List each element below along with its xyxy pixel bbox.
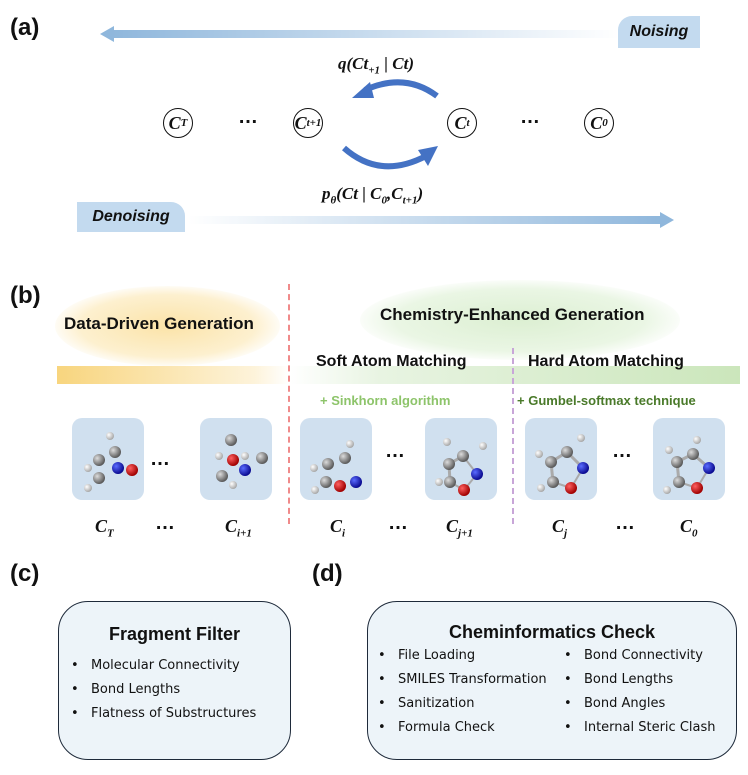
molecule-c-j-plus-1-structure (435, 438, 487, 496)
molecule-card (425, 418, 497, 500)
ellipsis: … (150, 448, 171, 470)
forward-formula: q(Ct+1 | Ct) (338, 54, 414, 77)
list-item: Bond Lengths (67, 678, 256, 702)
sinkhorn-label: + Sinkhorn algorithm (320, 393, 451, 408)
gumbel-softmax-label: + Gumbel-softmax technique (517, 393, 696, 408)
ellipsis: … (385, 440, 406, 462)
ellipsis: … (520, 106, 541, 128)
molecule-label-c-0: C0 (680, 516, 698, 540)
denoising-arrow (188, 212, 674, 228)
noising-tag: Noising (618, 16, 700, 48)
ellipsis: … (612, 440, 633, 462)
list-item: File Loading (374, 644, 547, 668)
molecule-label-c-i-plus-1: Ci+1 (225, 516, 252, 540)
list-item: Sanitization (374, 692, 547, 716)
fragment-filter-list: Molecular Connectivity Bond Lengths Flat… (67, 654, 256, 726)
molecule-label-c-j-plus-1: Cj+1 (446, 516, 473, 540)
fragment-filter-box: Fragment Filter Molecular Connectivity B… (58, 601, 291, 760)
molecule-c-j-structure (535, 434, 589, 494)
list-item: Bond Connectivity (560, 644, 716, 668)
panel-a-label: (a) (10, 14, 40, 41)
ellipsis: … (615, 512, 636, 534)
molecule-c-i-structure (310, 440, 362, 494)
chem-enhanced-title: Chemistry-Enhanced Generation (380, 305, 645, 324)
cheminformatics-check-box: Cheminformatics Check File Loading SMILE… (367, 601, 737, 760)
list-item: Flatness of Substructures (67, 702, 256, 726)
molecule-card (525, 418, 597, 500)
ellipsis: … (238, 106, 259, 128)
molecule-label-c-i: Ci (330, 516, 346, 540)
hard-atom-matching-title: Hard Atom Matching (528, 353, 684, 370)
fragment-filter-title: Fragment Filter (108, 624, 241, 644)
molecule-card (300, 418, 372, 500)
reverse-formula: pθ(Ct | C0,Ct+1) (322, 184, 424, 207)
molecule-card (653, 418, 725, 500)
molecule-card (72, 418, 144, 500)
forward-arrowhead (352, 82, 374, 98)
data-driven-title: Data-Driven Generation (64, 314, 254, 333)
molecule-c-i-plus-1-structure (215, 434, 268, 489)
noising-arrow (100, 26, 620, 42)
chem-enhanced-glow (360, 280, 680, 360)
cheminformatics-left-list: File Loading SMILES Transformation Sanit… (374, 644, 547, 740)
list-item: Bond Lengths (560, 668, 716, 692)
panel-b-label: (b) (10, 282, 41, 309)
reverse-arrowhead (418, 146, 438, 166)
panel-c-label: (c) (10, 560, 40, 587)
cheminformatics-right-list: Bond Connectivity Bond Lengths Bond Angl… (560, 644, 716, 740)
denoising-label: Denoising (92, 208, 170, 225)
soft-atom-matching-title: Soft Atom Matching (316, 353, 467, 370)
list-item: Formula Check (374, 716, 547, 740)
ellipsis: … (155, 512, 176, 534)
divider-data-chem (288, 284, 290, 524)
transition-arrows (342, 79, 439, 170)
list-item: Bond Angles (560, 692, 716, 716)
chem-enhanced-ribbon (290, 366, 740, 384)
list-item: SMILES Transformation (374, 668, 547, 692)
list-item: Internal Steric Clash (560, 716, 716, 740)
data-driven-glow (55, 286, 280, 366)
molecule-card (200, 418, 272, 500)
molecule-label-c-T: CT (95, 516, 114, 540)
molecule-label-c-j: Cj (552, 516, 568, 540)
panel-d-label: (d) (312, 560, 343, 587)
data-driven-ribbon (57, 366, 289, 384)
noising-label: Noising (629, 23, 689, 40)
divider-soft-hard (512, 348, 514, 524)
cheminformatics-check-title: Cheminformatics Check (448, 622, 656, 642)
denoising-tag: Denoising (77, 202, 185, 232)
molecule-c-0-structure (663, 436, 715, 494)
molecule-c-T-structure (84, 432, 138, 492)
list-item: Molecular Connectivity (67, 654, 256, 678)
ellipsis: … (388, 512, 409, 534)
